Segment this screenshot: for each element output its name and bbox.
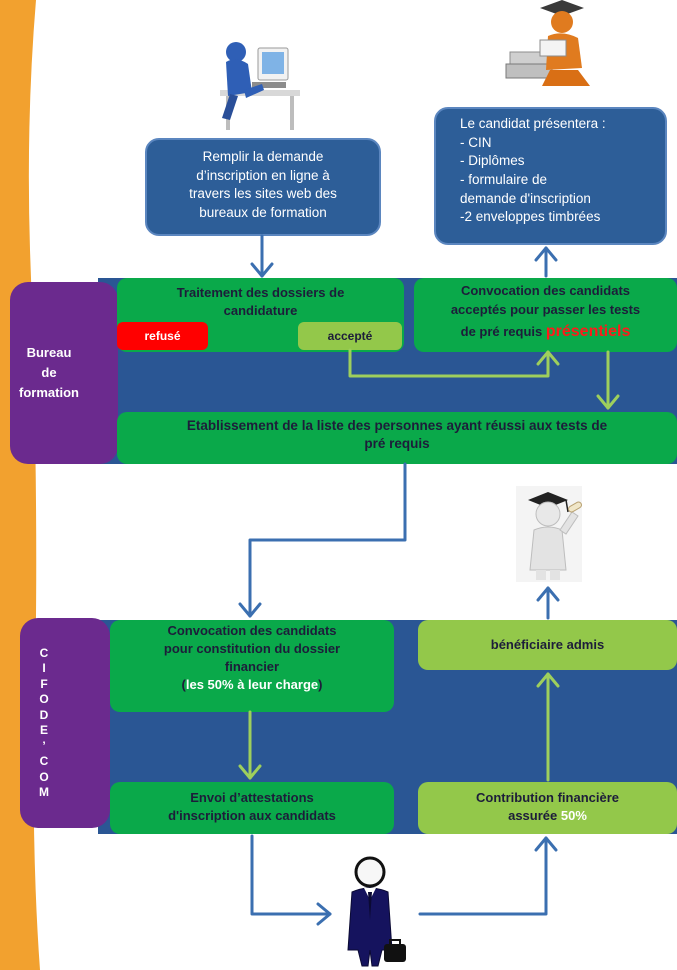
convocation-tests-line-3: de pré requis présentiels — [414, 320, 677, 343]
convocation-tests-prefix: de pré requis — [460, 323, 546, 339]
presentera-line-5: demande d'inscription — [460, 190, 591, 206]
envoi-line-1: Envoi d’attestations — [190, 790, 314, 805]
traitement-line-2: candidature — [223, 302, 298, 318]
arrowhead — [536, 586, 560, 602]
cifode-letter: I — [42, 661, 46, 675]
arrowhead — [534, 836, 558, 852]
convocation-dossier-box: Convocation des candidats pour constitut… — [110, 620, 394, 712]
arrowhead — [534, 246, 558, 262]
graduate-icon — [516, 486, 582, 582]
cifode-letter: E — [39, 723, 48, 737]
beneficiaire-admis-box: bénéficiaire admis — [418, 620, 677, 670]
convocation-tests-line-1: Convocation des candidats — [460, 283, 631, 298]
businessman-icon — [347, 856, 406, 967]
arrow-person-to-contribution — [418, 836, 548, 916]
bureau-label-line-1: Bureau — [26, 345, 72, 360]
refuse-badge: refusé — [117, 322, 208, 350]
charge-line: (les 50% à leur charge) — [110, 676, 394, 694]
accepte-badge: accepté — [298, 322, 402, 350]
convocation-dossier-line-3: financier — [224, 658, 280, 674]
student-reading-icon — [505, 0, 590, 86]
remplir-line-1: Remplir la demande — [202, 149, 324, 164]
cifode-letter: ’ — [42, 738, 46, 753]
accepte-label: accepté — [327, 329, 373, 343]
traitement-line-1: Traitement des dossiers de — [176, 285, 345, 300]
charge-open: ( — [181, 676, 186, 692]
etablissement-liste-box: Etablissement de la liste des personnes … — [117, 412, 677, 464]
candidat-presentera-box: Le candidat présentera : - CIN - Diplôme… — [434, 107, 667, 245]
contribution-financiere-box: Contribution financière assurée 50% — [418, 782, 677, 834]
arrowhead — [536, 672, 560, 688]
remplir-line-4: bureaux de formation — [199, 204, 327, 220]
convocation-tests-line-2: acceptés pour passer les tests — [450, 301, 641, 317]
cifode-letter: M — [39, 785, 49, 799]
presentera-line-2: - CIN — [460, 134, 492, 150]
refuse-label: refusé — [144, 329, 181, 343]
arrowhead — [316, 902, 332, 926]
presentera-line-4: - formulaire de — [460, 171, 548, 187]
cifode-letter: O — [39, 692, 49, 706]
arrowhead — [536, 350, 560, 366]
arrow-accepte-to-convocation — [348, 348, 550, 378]
convocation-dossier-line-2: pour constitution du dossier — [163, 640, 341, 656]
charge-close: ) — [318, 676, 323, 692]
contribution-line-1: Contribution financière — [476, 790, 619, 805]
admis-label: bénéficiaire admis — [490, 637, 605, 652]
convocation-dossier-line-1: Convocation des candidats — [167, 623, 337, 638]
cifode-letter: O — [39, 769, 49, 784]
remplir-line-2: d’inscription en ligne à — [196, 167, 330, 183]
presentera-line-3: - Diplômes — [460, 153, 525, 169]
charge-highlight: les 50% à leur charge — [185, 676, 319, 692]
remplir-demande-box: Remplir la demande d’inscription en lign… — [145, 138, 381, 236]
presentiels-highlight: présentiels — [545, 322, 631, 340]
convocation-tests-box: Convocation des candidats acceptés pour … — [414, 278, 677, 352]
computer-user-icon — [220, 42, 300, 130]
arrow-etablissement-to-cifode — [248, 462, 407, 618]
cifode-letter: F — [40, 676, 48, 691]
cifode-letter: C — [39, 645, 49, 660]
bureau-side-label: Bureau de formation — [10, 282, 118, 464]
etablissement-line-2: pré requis — [364, 436, 430, 452]
cifode-letter: D — [39, 707, 49, 722]
cifode-side-label: C I F O D E ’ C O M — [20, 618, 110, 828]
arrowhead — [250, 262, 274, 278]
envoi-attestations-box: Envoi d’attestations d'inscription aux c… — [110, 782, 394, 834]
presentera-line-6: -2 enveloppes timbrées — [460, 209, 601, 225]
presentera-line-1: Le candidat présentera : — [460, 116, 606, 131]
bureau-label-line-3: formation — [19, 385, 79, 400]
bureau-label-line-2: de — [41, 365, 57, 380]
etablissement-line-1: Etablissement de la liste des personnes … — [186, 418, 608, 433]
arrow-envoi-to-person — [250, 834, 332, 916]
contribution-highlight: 50% — [560, 807, 587, 823]
remplir-line-3: travers les sites web des — [189, 186, 337, 202]
cifode-letter: C — [39, 754, 49, 768]
arrowhead — [238, 602, 262, 618]
arrowhead — [238, 764, 262, 780]
arrowhead — [596, 394, 620, 410]
envoi-line-2: d'inscription aux candidats — [168, 807, 336, 823]
contribution-prefix: assurée — [508, 807, 561, 823]
contribution-line-2: assurée 50% — [418, 807, 677, 825]
